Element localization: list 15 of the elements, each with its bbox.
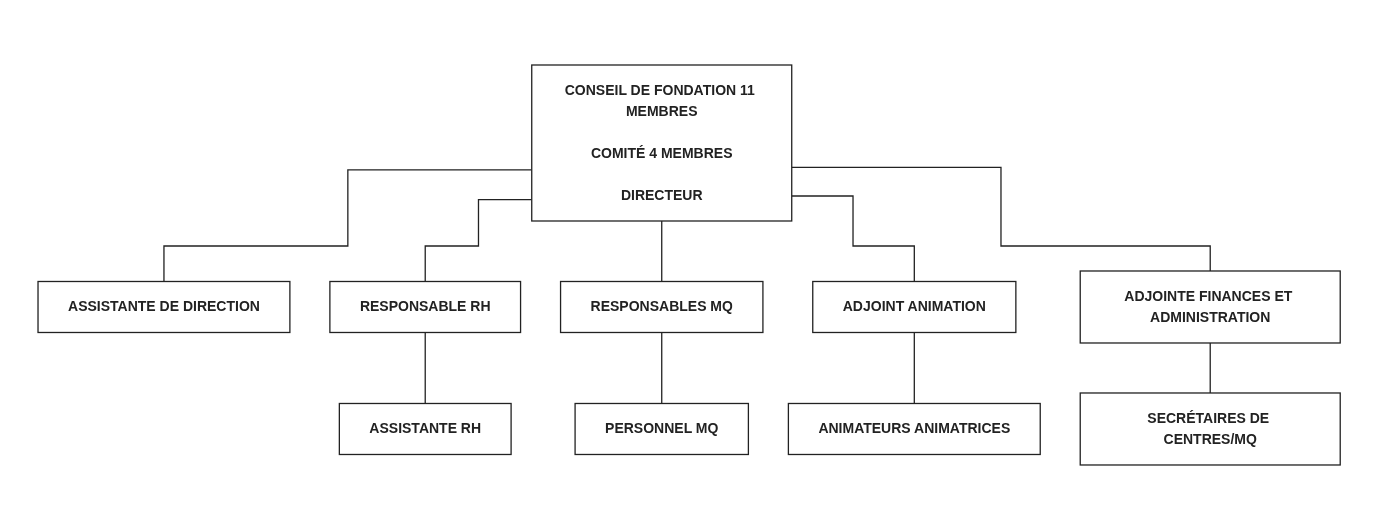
connector — [660, 220, 663, 283]
node-box: ADJOINTE FINANCES ET ADMINISTRATION — [1079, 270, 1341, 344]
node-box: ANIMATEURS ANIMATRICES — [787, 402, 1041, 456]
node-box: CONSEIL DE FONDATION 11 MEMBRES COMITÉ 4 MEMBRES DIRECTEUR — [530, 64, 793, 222]
connector — [660, 331, 663, 405]
node-box: ASSISTANTE RH — [338, 402, 512, 456]
node-box: ADJOINT ANIMATION — [812, 280, 1017, 334]
connector — [1209, 342, 1211, 394]
node-box: SECRÉTAIRES DE CENTRES/MQ — [1079, 392, 1341, 466]
node-box: ASSISTANTE DE DIRECTION — [37, 280, 291, 334]
node-box: PERSONNEL MQ — [574, 402, 749, 456]
node-box: RESPONSABLE RH — [329, 280, 522, 334]
node-box: RESPONSABLES MQ — [559, 280, 764, 334]
connector — [913, 331, 915, 405]
connector — [424, 331, 426, 405]
